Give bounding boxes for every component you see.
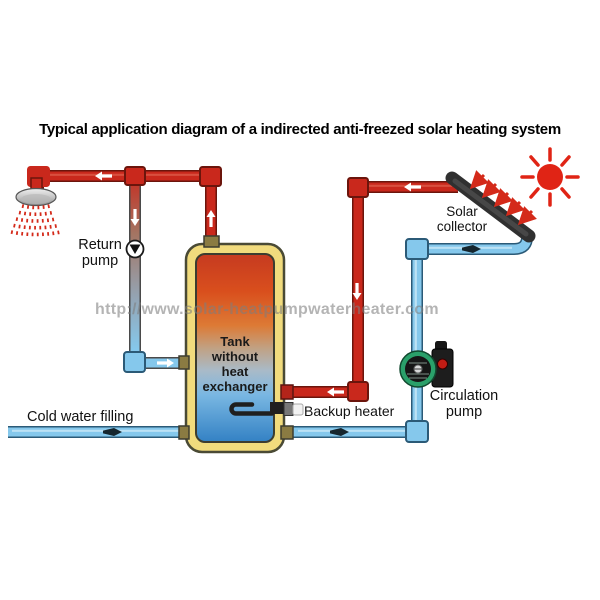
shower-head-icon — [10, 177, 62, 237]
solar-collector-icon — [445, 171, 536, 243]
sun-ray-arrows — [469, 170, 537, 226]
circulation-pump-label: Circulation pump — [429, 388, 499, 420]
shower-spray — [10, 204, 62, 237]
solar-collector-label: Solar collector — [436, 204, 488, 234]
circulation-pump-icon — [399, 341, 454, 388]
return-pump-icon — [125, 239, 145, 259]
diagram-title: Typical application diagram of a indirec… — [39, 121, 561, 138]
backup-heater-icon — [229, 402, 304, 416]
hot-pipe-shower-loop — [32, 170, 217, 242]
return-pipe — [129, 171, 187, 369]
tank-label: Tank without heat exchanger — [202, 334, 268, 394]
sun-icon — [520, 147, 580, 207]
cold-fill-pipe — [8, 426, 187, 438]
backup-heater-label: Backup heater — [304, 403, 395, 419]
cold-water-filling-label: Cold water filling — [27, 409, 134, 425]
watermark-url: http://www.solar-heatpumpwaterheater.com — [95, 301, 439, 318]
tank-fittings — [178, 235, 294, 440]
tank — [184, 242, 286, 454]
pipe-fittings — [27, 166, 429, 443]
return-pump-label: Return pump — [78, 237, 122, 269]
